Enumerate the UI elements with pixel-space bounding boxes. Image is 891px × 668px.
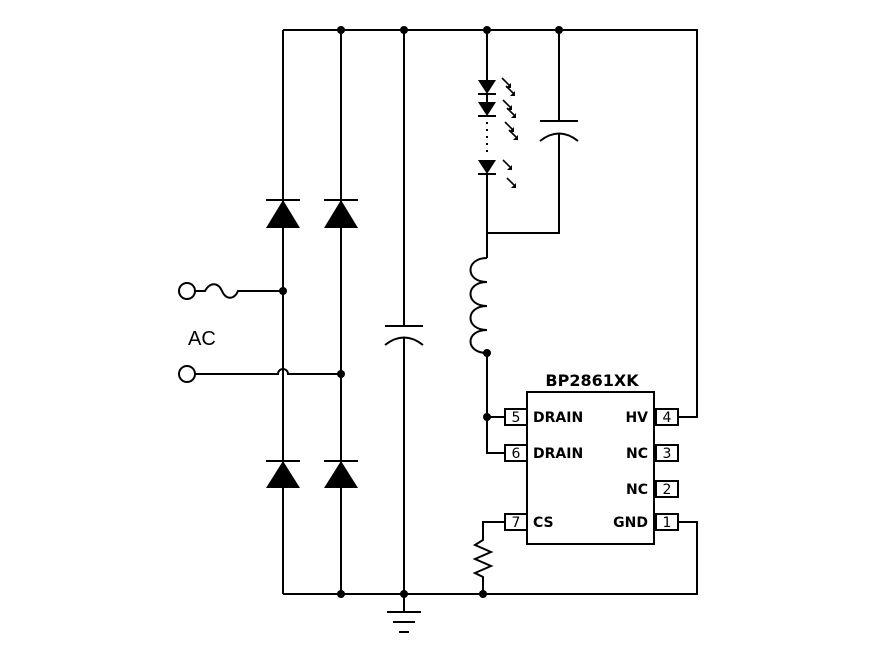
pin-number: 7	[512, 515, 521, 531]
pin-number: 1	[663, 515, 672, 531]
sense-resistor	[472, 521, 505, 594]
junction-dot	[337, 590, 345, 598]
pin-number: 2	[663, 482, 672, 498]
chip-bp2861xk: BP2861XK 5 DRAIN 6 DRAIN 7 CS 4 HV 3 NC …	[504, 371, 679, 545]
pin-box	[504, 408, 528, 426]
pin-label: HV	[625, 410, 648, 426]
chip-name: BP2861XK	[545, 371, 639, 390]
pin-number: 3	[663, 446, 672, 462]
junction-dot	[337, 26, 345, 34]
pin-box	[655, 480, 679, 498]
bridge-diode-bottom-right	[324, 460, 358, 488]
pin-label: DRAIN	[533, 446, 583, 462]
pin-label: NC	[626, 446, 648, 462]
bulk-capacitor	[384, 30, 424, 612]
ground-symbol	[387, 611, 421, 633]
pin-label: DRAIN	[533, 410, 583, 426]
pin-label: NC	[626, 482, 648, 498]
bottom-rail	[283, 521, 698, 595]
ac-input-terminal-bottom	[178, 365, 341, 383]
pin-number: 5	[512, 410, 521, 426]
output-capacitor	[487, 30, 579, 234]
bridge-diode-top-right	[324, 199, 358, 228]
ac-input-terminal-top	[178, 282, 283, 300]
pin-box	[655, 408, 679, 426]
led-emission-arrows	[501, 77, 518, 188]
bridge-diode-top-left	[266, 199, 300, 228]
pin-label: CS	[533, 515, 554, 531]
led-string	[478, 30, 496, 233]
junction-dot	[337, 370, 345, 378]
junction-dot	[279, 287, 287, 295]
pin-box	[504, 513, 528, 531]
bridge-diode-bottom-left	[266, 460, 300, 488]
ac-label: AC	[188, 328, 216, 350]
pin-box	[504, 444, 528, 462]
inductor	[469, 233, 505, 454]
pin-number: 4	[663, 410, 672, 426]
pin-label: GND	[613, 515, 648, 531]
pin-box	[655, 513, 679, 531]
pin-box	[655, 444, 679, 462]
pin-number: 6	[512, 446, 521, 462]
